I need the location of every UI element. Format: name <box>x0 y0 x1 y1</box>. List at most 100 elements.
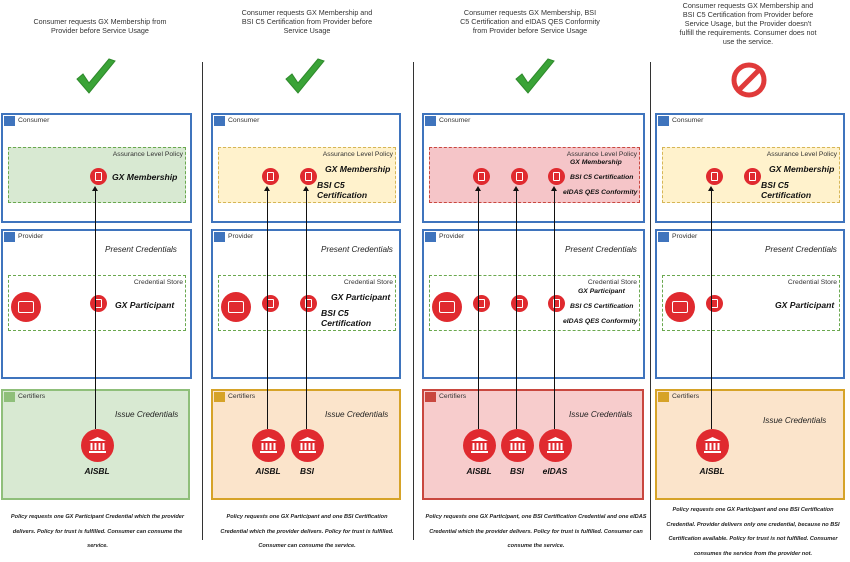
provider-label: Provider <box>672 233 698 240</box>
store-item: BSI C5 Certification <box>321 308 372 328</box>
bank-icon <box>696 429 729 462</box>
issuer-label: BSI <box>510 466 524 476</box>
credential-icon <box>473 168 490 185</box>
separator-2 <box>413 62 414 540</box>
store-item: GX Participant <box>331 292 391 302</box>
credential-icon <box>706 295 723 312</box>
panel-title: Consumer requests GX Membership and BSI … <box>241 8 373 35</box>
provider-label: Provider <box>18 233 44 240</box>
panel-footer: Policy requests one GX Participant, one … <box>425 514 647 549</box>
certifiers-icon <box>214 392 225 402</box>
provider-label: Provider <box>228 233 254 240</box>
panel-title: Consumer requests GX Membership from Pro… <box>33 17 167 35</box>
bank-icon <box>463 429 496 462</box>
policy-item: BSI C5 Certification <box>317 180 368 200</box>
provider-label: Provider <box>439 233 465 240</box>
credential-icon <box>90 168 107 185</box>
credential-icon <box>548 295 565 312</box>
credential-icon <box>473 295 490 312</box>
credential-store-box: Credential Store GX Participant BSI C5 C… <box>218 275 396 331</box>
certifiers-icon <box>425 392 436 402</box>
store-item: GX Participant <box>115 300 175 310</box>
certifiers-box: Certifiers Issue Credentials AISBL <box>655 389 845 500</box>
store-item: eIDAS QES Conformity <box>563 318 638 325</box>
provider-box: Provider Present Credentials Credential … <box>655 229 845 379</box>
present-credentials-label: Present Credentials <box>105 245 177 254</box>
present-credentials-label: Present Credentials <box>765 245 837 254</box>
store-item: GX Participant <box>578 288 625 295</box>
credential-icon <box>90 295 107 312</box>
store-item: GX Participant <box>775 300 835 310</box>
consumer-box: Consumer Assurance Level Policy GX Membe… <box>422 113 645 223</box>
policy-item: BSI C5 Certification <box>761 180 812 200</box>
certifiers-label: Certifiers <box>18 393 46 400</box>
issue-credentials-label: Issue Credentials <box>325 410 389 419</box>
consumer-box: Consumer Assurance Level Policy GX Membe… <box>1 113 192 223</box>
policy-item: GX Membership <box>570 159 622 166</box>
check-icon <box>285 58 325 94</box>
provider-icon <box>214 232 225 242</box>
credential-store-label: Credential Store <box>133 279 183 286</box>
issue-credentials-label: Issue Credentials <box>763 416 827 425</box>
consumer-icon <box>658 116 669 126</box>
policy-label: Assurance Level Policy <box>322 151 393 158</box>
credential-store-label: Credential Store <box>787 279 837 286</box>
credential-icon <box>744 168 761 185</box>
policy-item: GX Membership <box>769 164 835 174</box>
certifiers-label: Certifiers <box>228 393 256 400</box>
policy-label: Assurance Level Policy <box>766 151 837 158</box>
policy-box: Assurance Level Policy GX Membership BSI… <box>429 147 640 203</box>
policy-item: GX Membership <box>325 164 391 174</box>
issuer-label: AISBL <box>84 466 110 476</box>
flow-arrow <box>551 186 557 429</box>
panel-footer: Policy requests one GX Participant Crede… <box>10 514 185 549</box>
consumer-label: Consumer <box>672 117 704 124</box>
certifiers-label: Certifiers <box>439 393 467 400</box>
wallet-icon <box>665 292 695 322</box>
policy-box: Assurance Level Policy GX Membership BSI… <box>218 147 396 203</box>
certifiers-box: Certifiers Issue Credentials AISBL BSI e… <box>422 389 644 500</box>
credential-icon <box>300 295 317 312</box>
issuer-label: eIDAS <box>542 466 568 476</box>
consumer-box: Consumer Assurance Level Policy GX Membe… <box>655 113 845 223</box>
policy-item: BSI C5 Certification <box>570 174 634 181</box>
provider-box: Provider Present Credentials Credential … <box>422 229 645 379</box>
certifiers-icon <box>658 392 669 402</box>
separator-3 <box>650 62 651 540</box>
flow-arrow <box>92 186 98 429</box>
flow-arrow <box>513 186 519 429</box>
policy-label: Assurance Level Policy <box>112 151 183 158</box>
provider-icon <box>425 232 436 242</box>
flow-arrow <box>303 186 309 429</box>
consumer-label: Consumer <box>228 117 260 124</box>
issuer-label: BSI <box>300 466 314 476</box>
certifiers-label: Certifiers <box>672 393 700 400</box>
credential-store-box: Credential Store GX Participant <box>8 275 186 331</box>
credential-store-label: Credential Store <box>343 279 393 286</box>
separator-1 <box>202 62 203 540</box>
consumer-icon <box>425 116 436 126</box>
consumer-icon <box>4 116 15 126</box>
credential-store-box: Credential Store GX Participant BSI C5 C… <box>429 275 640 331</box>
provider-icon <box>4 232 15 242</box>
credential-icon <box>511 168 528 185</box>
credential-store-label: Credential Store <box>587 279 637 286</box>
provider-icon <box>658 232 669 242</box>
present-credentials-label: Present Credentials <box>321 245 393 254</box>
issuer-label: AISBL <box>699 466 725 476</box>
certifiers-icon <box>4 392 15 402</box>
credential-icon <box>511 295 528 312</box>
consumer-label: Consumer <box>18 117 50 124</box>
issue-credentials-label: Issue Credentials <box>115 410 179 419</box>
store-item: BSI C5 Certification <box>570 303 634 310</box>
bank-icon <box>539 429 572 462</box>
bank-icon <box>291 429 324 462</box>
bank-icon <box>81 429 114 462</box>
panel-title: Consumer requests GX Membership, BSI C5 … <box>460 8 600 35</box>
bank-icon <box>252 429 285 462</box>
check-icon <box>515 58 555 94</box>
flow-arrow <box>708 186 714 429</box>
credential-icon <box>300 168 317 185</box>
flow-arrow <box>475 186 481 429</box>
check-icon <box>76 58 116 94</box>
